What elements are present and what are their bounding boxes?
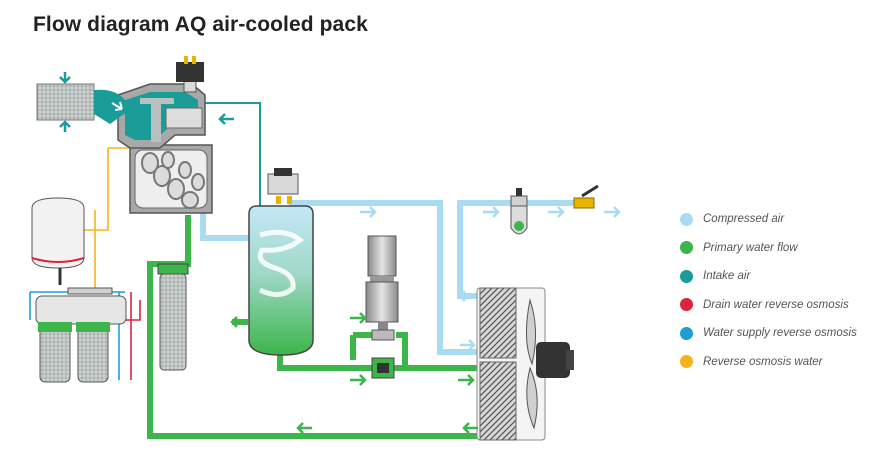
compressed-air-arrows — [360, 206, 621, 351]
legend-label: Intake air — [703, 270, 751, 283]
legend-label: Drain water reverse osmosis — [703, 298, 849, 311]
legend-item-compressed-air: Compressed air — [680, 205, 857, 234]
legend-label: Primary water flow — [703, 241, 798, 254]
legend-item-water-supply-ro: Water supply reverse osmosis — [680, 319, 857, 348]
legend-swatch — [680, 269, 693, 283]
ball-valve — [573, 184, 599, 209]
legend-label: Reverse osmosis water — [703, 355, 823, 368]
legend-swatch — [680, 326, 693, 340]
legend-label: Water supply reverse osmosis — [703, 327, 857, 340]
legend-swatch — [680, 298, 693, 312]
page-title: Flow diagram AQ air-cooled pack — [33, 13, 368, 36]
primary-water-arrows — [230, 312, 478, 434]
legend-label: Compressed air — [703, 213, 785, 226]
compressed-air-filter — [510, 188, 528, 235]
primary-water-pipes — [147, 215, 480, 439]
legend-swatch — [680, 212, 693, 226]
intake-air-line — [205, 102, 261, 207]
legend-item-drain-water-ro: Drain water reverse osmosis — [680, 291, 857, 320]
air-cooled-cooler — [476, 287, 574, 441]
compressor-element — [117, 56, 213, 214]
legend-item-ro-water: Reverse osmosis water — [680, 348, 857, 377]
legend-item-primary-water-flow: Primary water flow — [680, 234, 857, 263]
legend: Compressed air Primary water flow Intake… — [680, 205, 857, 376]
separator-tank — [248, 168, 314, 356]
legend-swatch — [680, 241, 693, 255]
legend-item-intake-air: Intake air — [680, 262, 857, 291]
air-filter — [36, 72, 130, 132]
pump-motor — [365, 235, 399, 379]
ro-unit — [31, 197, 127, 383]
water-filter — [157, 263, 189, 371]
legend-swatch — [680, 355, 693, 369]
intake-air-arrow — [218, 113, 234, 125]
